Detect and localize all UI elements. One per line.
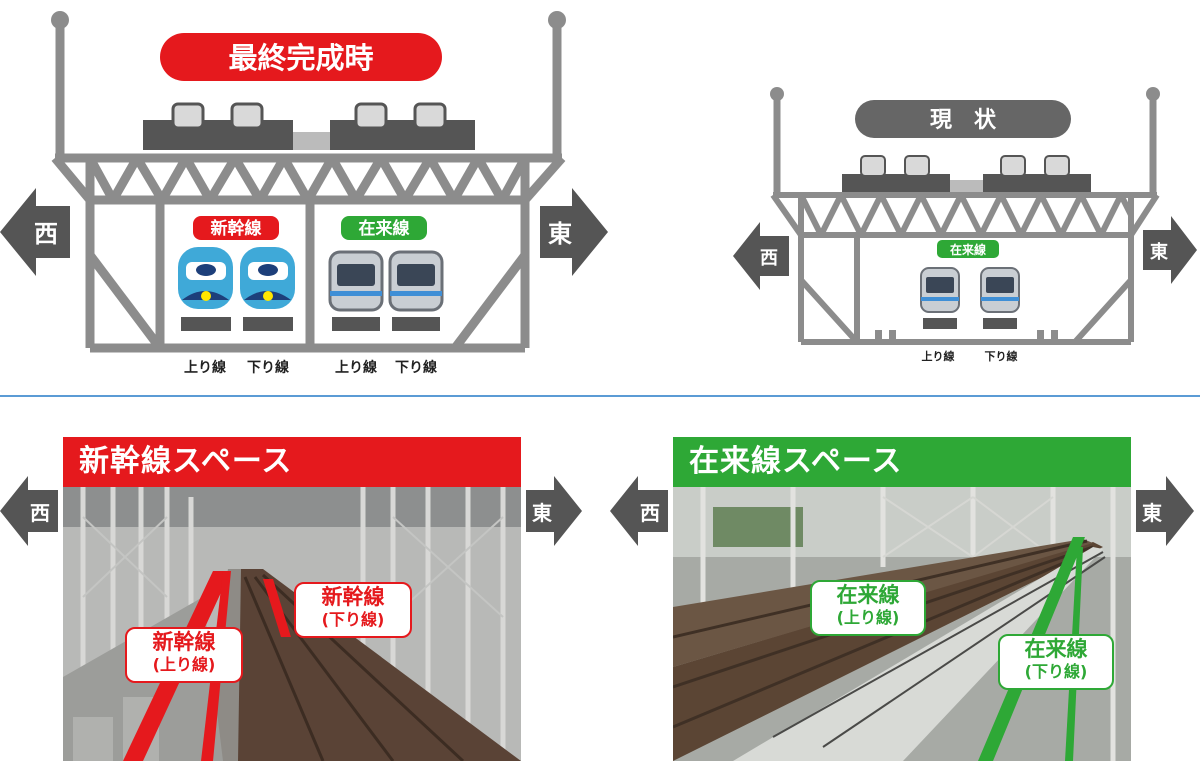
label-line2: (下り線) [1024,662,1088,681]
track-label: 下り線 [985,349,1018,363]
track-label: 下り線 [395,359,437,376]
track-label: 上り線 [184,359,226,376]
svg-text:東: 東 [532,501,552,525]
final-completion-diagram: 最終完成時 [0,11,608,376]
final-title: 最終完成時 [228,41,373,75]
shinkansen-trains [178,247,295,331]
shinkansen-tag [193,216,279,240]
current-zairai-tag-text: 在来線 [950,242,986,257]
svg-text:西: 西 [30,501,50,525]
current-truss-frame [770,192,1160,345]
bridge-towers [55,22,562,160]
current-title-pill [855,100,1071,138]
svg-text:西: 西 [640,501,660,525]
svg-text:東: 東 [1150,241,1168,263]
section-divider [0,395,1200,397]
current-west-arrow: 西 [733,222,789,290]
current-zairai-tag [937,240,999,258]
svg-text:東: 東 [548,220,572,248]
zairai-space-header: 在来線スペース [673,437,1131,487]
truss-frame [51,153,566,353]
current-title: 現 状 [930,108,997,133]
final-title-pill [160,33,442,81]
zairai-tag-text: 在来線 [359,218,410,239]
west-arrow: 西 [0,188,70,276]
label-line2: (上り線) [836,608,900,627]
shinkansen-down-line-label: 新幹線 (下り線) [294,582,412,638]
east-arrow: 東 [540,188,608,276]
track-label: 下り線 [247,359,289,376]
current-zairai-trains [875,267,1058,340]
svg-text:西: 西 [760,248,778,269]
current-east-arrow: 東 [1143,216,1197,284]
zairai-up-line-label: 在来線 (上り線) [810,580,926,636]
zairai-down-line-label: 在来線 (下り線) [998,634,1114,690]
shinkansen-space-header: 新幹線スペース [63,437,521,487]
track-label: 上り線 [922,349,955,363]
current-state-diagram: 現 状 [733,87,1197,363]
bottom-right-west-arrow: 西 [610,476,668,546]
label-line1: 在来線 [1024,637,1088,661]
track-label: 上り線 [335,359,377,376]
shinkansen-space-photo [63,487,521,761]
svg-text:東: 東 [1142,501,1162,525]
label-line2: (上り線) [152,655,216,674]
zairai-tag [341,216,427,240]
current-upper-deck [842,155,1091,194]
bottom-left-west-arrow: 西 [0,476,58,546]
label-line2: (下り線) [321,610,385,629]
svg-text:西: 西 [34,220,58,248]
shinkansen-tag-text: 新幹線 [211,218,262,239]
label-line1: 新幹線 [321,585,385,609]
bottom-right-east-arrow: 東 [1136,476,1194,546]
zairai-trains [328,250,444,331]
bottom-left-east-arrow: 東 [526,476,582,546]
shinkansen-up-line-label: 新幹線 (上り線) [125,627,243,683]
label-line1: 在来線 [836,583,900,607]
upper-deck [143,102,475,150]
label-line1: 新幹線 [152,630,216,654]
